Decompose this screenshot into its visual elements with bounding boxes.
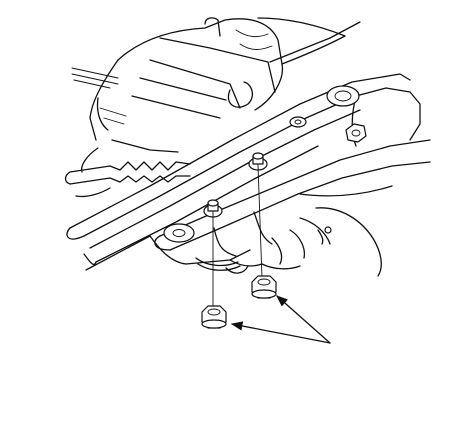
engine-structure bbox=[89, 17, 361, 141]
flange-nut-left bbox=[201, 305, 227, 329]
leader-arrow-left bbox=[230, 321, 331, 344]
suspension-arcs bbox=[261, 207, 382, 277]
lower-mount bbox=[195, 257, 249, 274]
alignment-lines bbox=[212, 164, 263, 307]
mounting-bosses bbox=[163, 85, 367, 243]
flange-nut-right bbox=[251, 275, 277, 299]
frame-studs bbox=[203, 152, 268, 218]
drive-shaft bbox=[64, 139, 191, 198]
hatch-lines bbox=[71, 67, 119, 89]
leader-arrow-right bbox=[276, 295, 331, 344]
callout-leaders bbox=[230, 295, 331, 344]
